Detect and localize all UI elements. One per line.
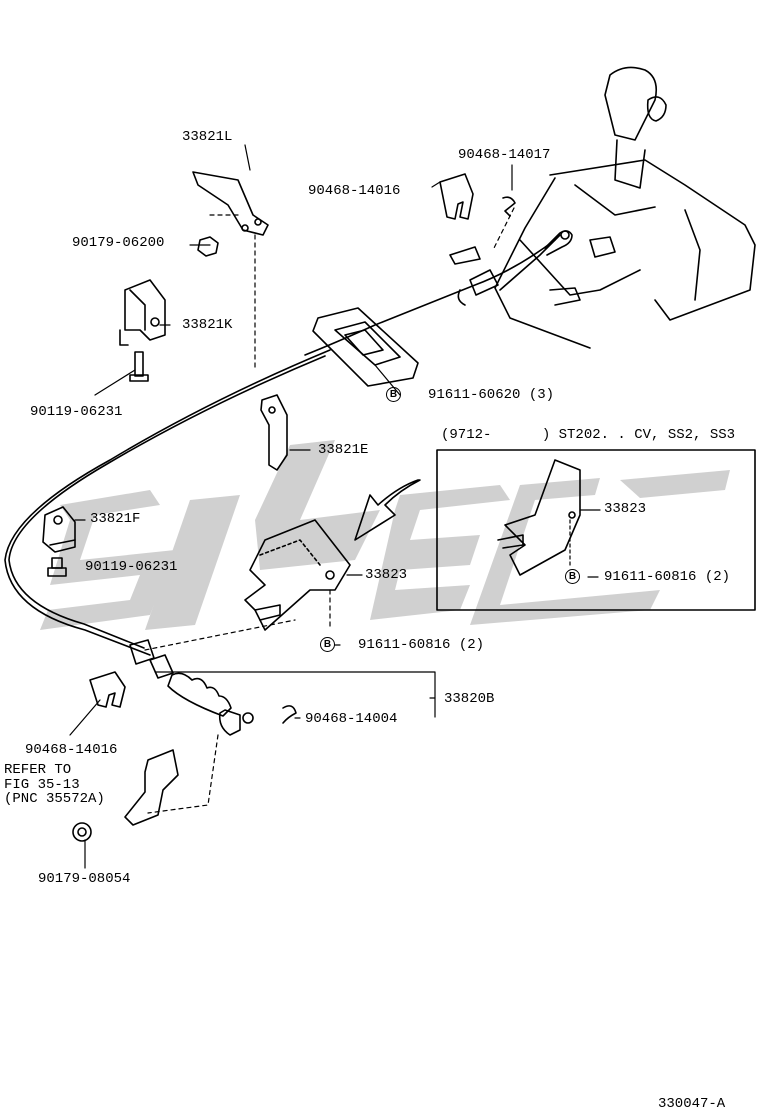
nut-90179-08054 [72, 822, 92, 842]
label-33821L: 33821L [182, 129, 233, 145]
bracket-33821E [260, 394, 288, 471]
label-90468-14017: 90468-14017 [458, 147, 551, 163]
bracket-33821F [42, 506, 76, 553]
figure-id: 330047-A [658, 1096, 726, 1112]
clip-90468-14016-low [89, 671, 126, 708]
inset-header: (9712- ) ST202. . CV, SS2, SS3 [441, 427, 736, 443]
direction-arrow [354, 479, 421, 541]
label-33823-inset: 33823 [604, 501, 647, 517]
cable-bracket-plate [312, 307, 419, 387]
refer-line-2: FIG 35-13 [4, 777, 80, 793]
dashed-leaders [144, 207, 515, 814]
clip-90468-14004 [282, 705, 297, 724]
bolt-90119-06231-b [47, 557, 67, 577]
label-33820B: 33820B [444, 691, 495, 707]
bracket-33821K [119, 279, 166, 346]
label-33823-main: 33823 [365, 567, 408, 583]
bolt-marker-b2: B [320, 637, 335, 652]
label-90468-14016-low: 90468-14016 [25, 742, 118, 758]
clip-90468-14016-top [439, 173, 474, 220]
label-90468-14004: 90468-14004 [305, 711, 398, 727]
label-91611-60816-main: 91611-60816 (2) [358, 637, 485, 653]
bracket-33823-inset [497, 459, 581, 576]
bolt-marker-b1: B [386, 387, 401, 402]
shift-lever-assembly [494, 66, 756, 349]
label-90119-06231-b: 90119-06231 [85, 559, 178, 575]
bolt-marker-b3: B [565, 569, 580, 584]
label-91611-60816-inset: 91611-60816 (2) [604, 569, 731, 585]
nut-90179-06200 [197, 236, 219, 257]
cable-upper [304, 239, 556, 356]
label-33821E: 33821E [318, 442, 369, 458]
label-90468-14016-top: 90468-14016 [308, 183, 401, 199]
refer-line-3: (PNC 35572A) [4, 791, 105, 807]
label-90179-08054: 90179-08054 [38, 871, 131, 887]
cable-end-boot [129, 639, 254, 736]
label-33821F: 33821F [90, 511, 141, 527]
refer-line-1: REFER TO [4, 762, 72, 778]
leader-lines [69, 144, 513, 869]
bracket-33821L [192, 171, 269, 236]
clip-90468-14017 [502, 196, 516, 217]
label-90119-06231-a: 90119-06231 [30, 404, 123, 420]
shift-cable [4, 349, 331, 656]
watermark-logo [40, 440, 730, 630]
label-33821K: 33821K [182, 317, 233, 333]
bolt-90119-06231-a [129, 351, 149, 382]
refer-lever [124, 749, 179, 826]
label-91611-60620: 91611-60620 (3) [428, 387, 555, 403]
label-90179-06200: 90179-06200 [72, 235, 165, 251]
inset-box [436, 449, 756, 611]
bracket-33823-main [244, 519, 351, 631]
